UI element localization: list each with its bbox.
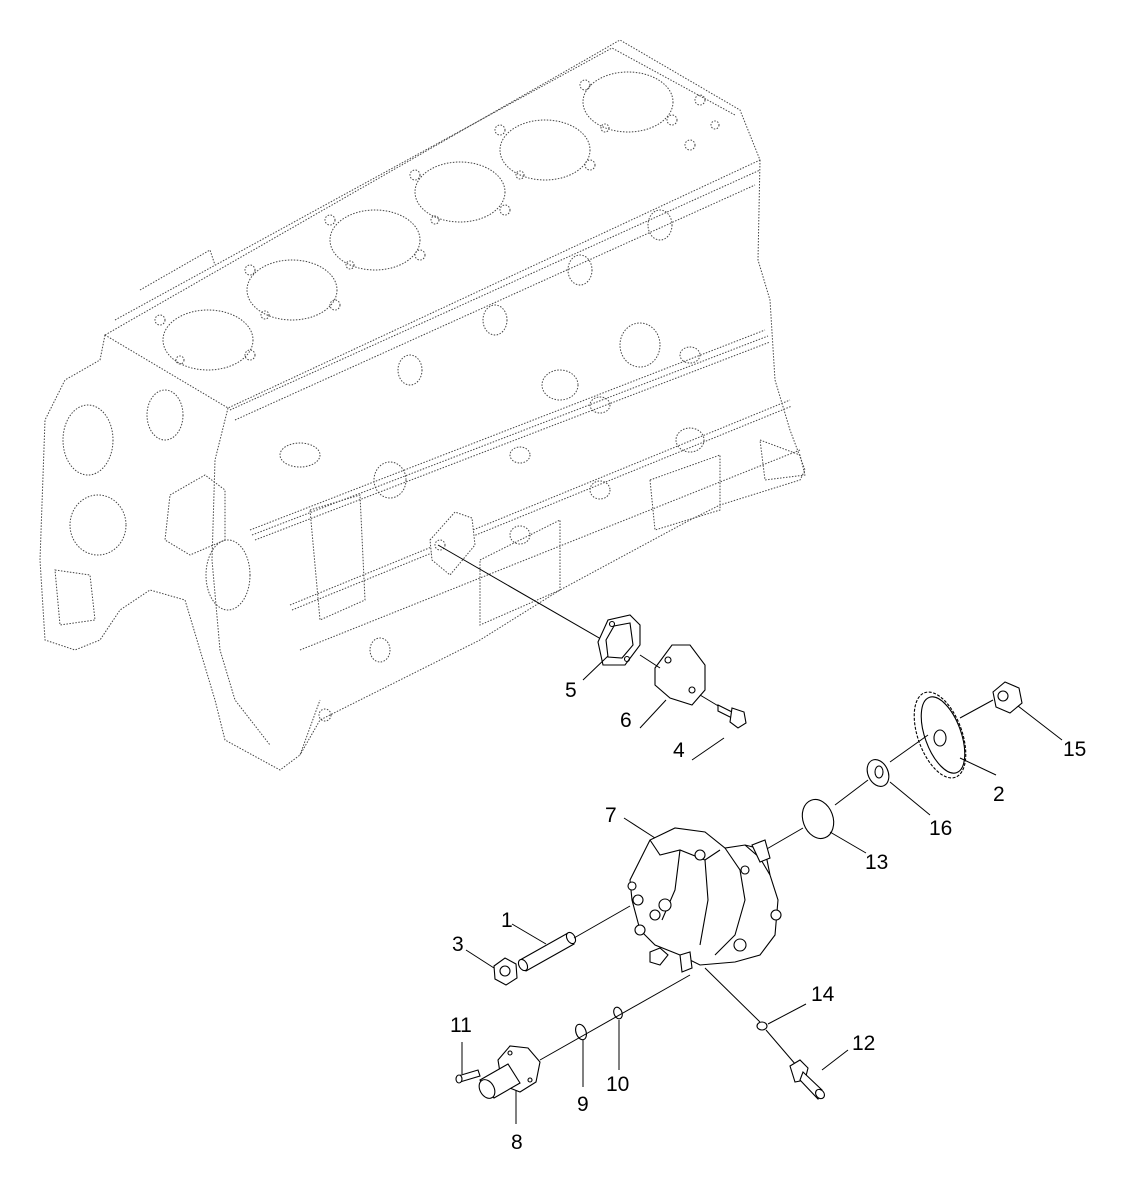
assembly-line [539,974,691,1061]
assembly-line [959,699,994,719]
screw-part [455,1069,481,1084]
assembly-line [889,734,929,763]
callout-9: 9 [577,1093,589,1116]
gasket-part [597,614,641,666]
assembly-line [834,779,869,806]
callout-3: 3 [452,933,464,956]
callout-labels: 1 2 3 4 5 6 7 8 9 10 11 12 13 14 15 16 [450,679,1086,1154]
assembly-line [765,1029,797,1066]
actuator-part [478,1045,541,1099]
cover-plate-part [654,644,706,706]
callout-5: 5 [565,679,577,702]
gear-part [913,691,967,779]
small-o-ring-part [756,1021,768,1031]
callout-4: 4 [673,739,685,762]
assembly-line [704,967,761,1023]
assembly-line [764,827,804,851]
o-ring-part [801,798,835,840]
callout-1: 1 [501,909,513,932]
leader-lines [461,655,1063,1124]
sleeve-part [517,931,577,972]
assembly-line [639,654,661,669]
ring-9-part [575,1023,587,1041]
callout-16: 16 [929,817,952,840]
callout-14: 14 [811,983,835,1006]
engine-block [39,39,806,771]
washer-part [866,759,890,787]
assembly-line [573,905,631,939]
nut-part [992,681,1023,714]
callout-13: 13 [865,851,888,874]
assembly-line [437,544,621,651]
injection-pump-part [627,827,782,973]
ring-10-part [613,1006,623,1020]
callout-6: 6 [620,709,632,732]
callout-7: 7 [605,804,617,827]
callout-12: 12 [852,1032,875,1055]
fitting-part [789,1059,825,1100]
callout-15: 15 [1063,738,1086,761]
callout-10: 10 [606,1073,629,1096]
flange-nut-part [493,957,518,986]
callout-11: 11 [450,1014,472,1037]
callout-8: 8 [511,1131,523,1154]
callout-2: 2 [993,783,1005,806]
bolt-part [717,704,747,729]
assembly-line [699,694,721,708]
